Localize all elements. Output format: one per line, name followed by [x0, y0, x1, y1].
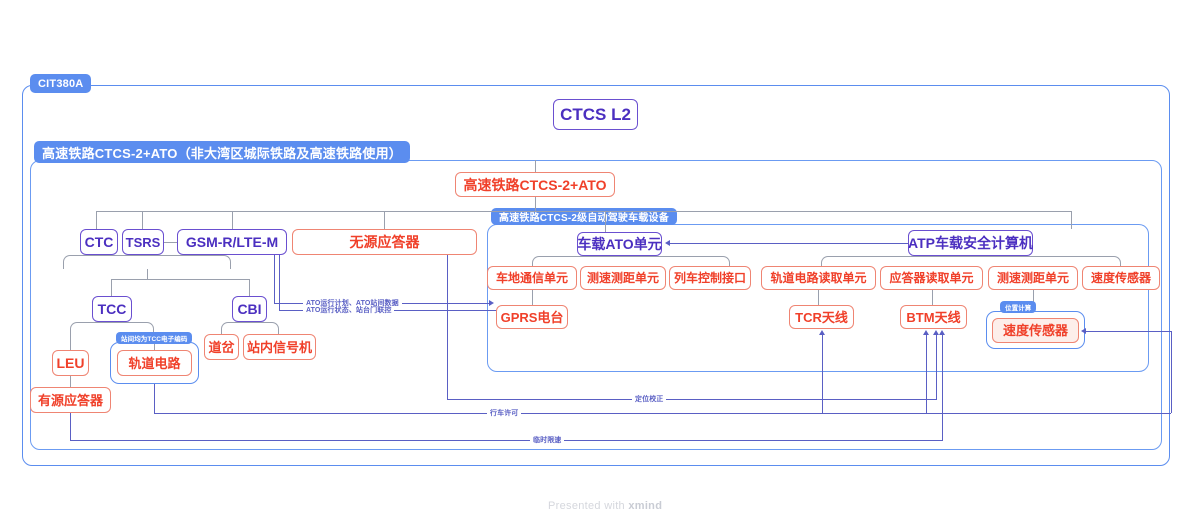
- connector-position-correction-up-btm: [936, 334, 938, 399]
- tag-tcc-coding: 站间均为TCC电子编码: [116, 332, 193, 344]
- connector-position-correction-line: [447, 399, 937, 401]
- node-gsmr-ltem[interactable]: GSM-R/LTE-M: [177, 229, 287, 255]
- connector-movement-authority-line: [154, 413, 1171, 415]
- arrowhead-ma-btm: [923, 330, 929, 335]
- connector-drop-atp: [1071, 211, 1073, 229]
- container-hsr-ctcs2-ato: [30, 160, 1162, 450]
- node-leu[interactable]: LEU: [52, 350, 89, 376]
- connector-leu-to-active-balise: [70, 376, 72, 387]
- arrowhead-ma-speed-sensor: [1081, 328, 1086, 334]
- connector-atp-to-ato: [670, 243, 908, 245]
- connector-ma-to-speed-sensor: [1171, 331, 1173, 413]
- connector-hsr-stem: [535, 197, 537, 211]
- connector-comm-to-gprs: [532, 290, 534, 305]
- container-hsr-ctcs2-ato-label: 高速铁路CTCS-2+ATO（非大湾区城际铁路及高速铁路使用）: [34, 141, 410, 163]
- arrowhead-ma-tcr: [819, 330, 825, 335]
- node-tsrs[interactable]: TSRS: [122, 229, 164, 255]
- arrowhead-tsr-btm: [939, 330, 945, 335]
- node-cbi[interactable]: CBI: [232, 296, 267, 322]
- node-speed-sensor-top[interactable]: 速度传感器: [1082, 266, 1160, 290]
- node-switch[interactable]: 道岔: [204, 334, 239, 360]
- node-speed-sensor-highlighted[interactable]: 速度传感器: [992, 318, 1079, 343]
- node-atp-computer[interactable]: ATP车载安全计算机: [908, 230, 1033, 256]
- node-ctc[interactable]: CTC: [80, 229, 118, 255]
- label-temporary-speed-restriction: 临时限速: [530, 436, 565, 445]
- connector-drop-gsmr: [232, 211, 234, 229]
- arrowhead-atp-to-ato: [665, 240, 670, 246]
- arrowhead-position-correction-btm: [933, 330, 939, 335]
- connector-drop-passive-balise: [384, 211, 386, 229]
- connector-elbow-atp-children: [821, 256, 1121, 268]
- connector-elbow-ctc-group: [63, 255, 231, 269]
- node-btm-antenna[interactable]: BTM天线: [900, 305, 967, 329]
- node-speed-dist-2[interactable]: 测速测距单元: [988, 266, 1078, 290]
- node-tcc[interactable]: TCC: [92, 296, 132, 322]
- connector-drop-tcc: [111, 279, 113, 296]
- connector-tsr-up-btm: [942, 334, 944, 440]
- connector-speed-dist2-to-sensor: [1033, 290, 1035, 306]
- connector-balise-reader-to-btm: [932, 290, 934, 305]
- connector-tsr-line: [70, 440, 943, 442]
- node-train-ground-comm[interactable]: 车地通信单元: [487, 266, 577, 290]
- node-ctcs-l2[interactable]: CTCS L2: [553, 99, 638, 130]
- node-hsr-ctcs2-ato[interactable]: 高速铁路CTCS-2+ATO: [455, 172, 615, 197]
- connector-tcr-reader-to-antenna: [818, 290, 820, 305]
- connector-elbow-cbi-children: [221, 322, 279, 336]
- container-onboard-equipment-label: 高速铁路CTCS-2级自动驾驶车载设备: [491, 208, 677, 225]
- connector-drop-ctc: [96, 211, 98, 229]
- connector-passive-balise-down: [447, 255, 449, 399]
- node-ato-unit[interactable]: 车载ATO单元: [577, 232, 662, 256]
- node-gprs-radio[interactable]: GPRS电台: [496, 305, 568, 329]
- node-train-control-interface[interactable]: 列车控制接口: [669, 266, 751, 290]
- connector-elbow-ato-children: [532, 256, 730, 268]
- connector-elbow-tcc-children: [70, 322, 154, 336]
- connector-track-circuit-down: [154, 384, 156, 413]
- arrowhead-ato-plan: [489, 300, 494, 306]
- container-onboard-equipment: [487, 224, 1149, 372]
- connector-drop-leu: [70, 336, 72, 350]
- watermark: Presented with xmind: [548, 500, 662, 512]
- watermark-prefix: Presented with: [548, 500, 629, 512]
- node-passive-balise[interactable]: 无源应答器: [292, 229, 477, 255]
- container-cit380a: [22, 85, 1170, 466]
- connector-drop-onboard-container: [605, 211, 607, 224]
- connector-ctcsl2-to-hsr: [535, 160, 537, 174]
- node-station-signal[interactable]: 站内信号机: [243, 334, 316, 360]
- connector-active-balise-down: [70, 413, 72, 440]
- connector-ma-up-tcr: [822, 334, 824, 413]
- connector-hsr-bus: [96, 211, 1071, 213]
- connector-bus-tcc-cbi: [111, 279, 249, 281]
- connector-ma-up-btm: [926, 334, 928, 413]
- connector-drop-cbi: [249, 279, 251, 296]
- container-cit380a-label: CIT380A: [30, 74, 92, 93]
- node-active-balise[interactable]: 有源应答器: [30, 387, 111, 413]
- label-movement-authority: 行车许可: [487, 409, 522, 418]
- label-ato-status: ATO运行状态、站台门联控: [303, 306, 395, 315]
- connector-drop-tsrs: [142, 211, 144, 229]
- connector-ma-into-speed-sensor: [1085, 331, 1171, 333]
- connector-stem-ctc-group: [147, 269, 149, 279]
- watermark-brand: xmind: [628, 500, 663, 512]
- node-track-circuit-reader[interactable]: 轨道电路读取单元: [761, 266, 876, 290]
- tag-position-calc: 位置计算: [1000, 301, 1037, 313]
- node-balise-reader[interactable]: 应答器读取单元: [880, 266, 983, 290]
- connector-onboard-container-stem: [605, 224, 607, 232]
- label-ato-plan: ATO运行计划、ATO站间数据: [303, 299, 402, 308]
- connector-gsmr-link-a: [274, 255, 276, 303]
- node-track-circuit[interactable]: 轨道电路: [117, 350, 192, 376]
- node-tcr-antenna[interactable]: TCR天线: [789, 305, 854, 329]
- connector-gsmr-link-b: [279, 255, 281, 310]
- connector-tsrs-gsmr: [164, 242, 177, 244]
- node-speed-dist-1[interactable]: 测速测距单元: [580, 266, 666, 290]
- label-position-correction: 定位校正: [632, 395, 667, 404]
